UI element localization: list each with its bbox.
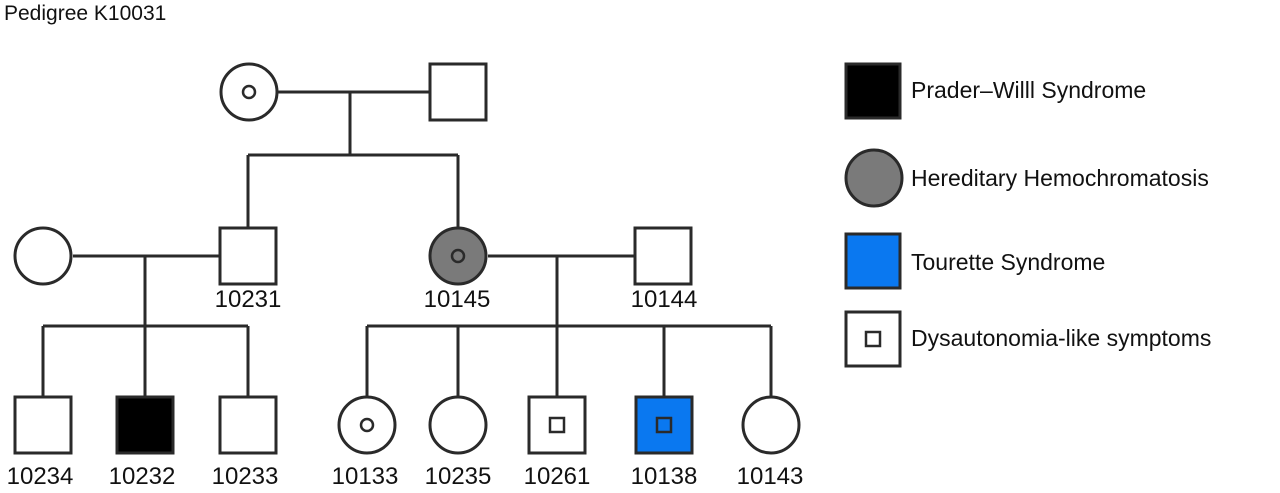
label-10138: 10138 [631, 463, 698, 490]
legend-tourette-swatch [844, 232, 902, 290]
pedigree-title: Pedigree K10031 [4, 2, 167, 25]
dysautonomia-marker-circle [450, 248, 466, 264]
individual-10235 [428, 395, 488, 455]
label-10133: 10133 [332, 463, 399, 490]
individual-10144 [633, 226, 693, 286]
male-symbol [218, 395, 278, 455]
individual-grandfather [428, 62, 488, 122]
individual-10231 [218, 226, 278, 286]
male-symbol [634, 395, 694, 455]
legend: Prader–Willl Syndrome Hereditary Hemochr… [844, 62, 1211, 368]
label-10232: 10232 [109, 463, 176, 490]
legend-dysautonomia-inner-marker [864, 330, 882, 348]
male-symbol [428, 62, 488, 122]
label-10144: 10144 [631, 286, 698, 313]
label-10234: 10234 [7, 463, 74, 490]
pedigree-symbols [13, 62, 801, 455]
dysautonomia-marker-square [655, 416, 673, 434]
legend-tourette-label: Tourette Syndrome [911, 249, 1105, 275]
individual-10145 [428, 226, 488, 286]
legend-dysautonomia-label: Dysautonomia-like symptoms [911, 325, 1211, 351]
individual-10234 [13, 395, 73, 455]
individual-10261 [527, 395, 587, 455]
legend-hemochromatosis-label: Hereditary Hemochromatosis [911, 165, 1209, 191]
individual-10133 [337, 395, 397, 455]
individual-grandmother [219, 62, 279, 122]
label-10231: 10231 [215, 286, 282, 313]
individual-10138 [634, 395, 694, 455]
individual-spouse_left [13, 226, 73, 286]
male-symbol [633, 226, 693, 286]
label-10145: 10145 [424, 286, 491, 313]
individual-10233 [218, 395, 278, 455]
female-symbol [13, 226, 73, 286]
dysautonomia-marker-square [548, 416, 566, 434]
dysautonomia-marker-circle [241, 84, 257, 100]
label-10143: 10143 [737, 463, 804, 490]
individual-10143 [741, 395, 801, 455]
female-symbol [428, 226, 488, 286]
pedigree-lines [41, 90, 773, 398]
male-symbol [218, 226, 278, 286]
legend-dysautonomia-swatch [844, 310, 902, 368]
male-symbol [115, 395, 175, 455]
male-symbol [13, 395, 73, 455]
label-10261: 10261 [524, 463, 591, 490]
legend-prader-willi-label: Prader–Willl Syndrome [911, 77, 1146, 103]
legend-prader-willi-swatch [844, 62, 902, 120]
legend-hemochromatosis-swatch [844, 148, 904, 208]
dysautonomia-marker-circle [359, 417, 375, 433]
female-symbol [428, 395, 488, 455]
label-10233: 10233 [212, 463, 279, 490]
label-10235: 10235 [425, 463, 492, 490]
female-symbol [741, 395, 801, 455]
individual-10232 [115, 395, 175, 455]
